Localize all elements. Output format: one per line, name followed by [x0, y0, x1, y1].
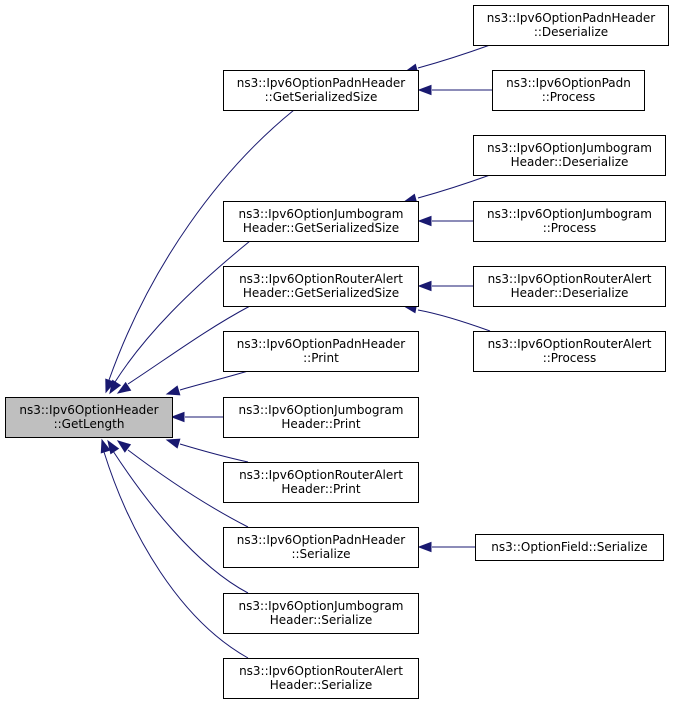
node-jumbo-deser[interactable]: ns3::Ipv6OptionJumbogramHeader::Deserial…: [473, 135, 666, 176]
arrow-head-icon: [417, 84, 432, 96]
node-root[interactable]: ns3::Ipv6OptionHeader::GetLength: [5, 397, 173, 438]
node-label: ns3::Ipv6OptionJumbogram: [239, 599, 404, 613]
edge-jumbo_deser-to-jumbo_gss: [402, 174, 491, 204]
edges-layer: [100, 44, 492, 659]
node-label: ::GetLength: [54, 417, 125, 431]
node-box: [223, 462, 419, 503]
node-label: ns3::OptionField::Serialize: [491, 540, 647, 554]
node-box: [492, 70, 645, 111]
node-label: Header::Serialize: [270, 678, 373, 692]
node-label: Header::Print: [281, 482, 360, 496]
arrow-head-icon: [417, 280, 432, 292]
edge-padn_print-to-root: [165, 370, 249, 396]
edge-of_ser-to-padn_ser: [417, 541, 475, 553]
node-label: ns3::Ipv6OptionHeader: [19, 403, 158, 417]
node-label: ::Serialize: [291, 547, 350, 561]
edge-padn_deser-to-padn_gss: [403, 44, 491, 74]
node-box: [473, 5, 669, 46]
node-ra-ser[interactable]: ns3::Ipv6OptionRouterAlertHeader::Serial…: [223, 658, 419, 699]
node-ra-gss[interactable]: ns3::Ipv6OptionRouterAlertHeader::GetSer…: [223, 266, 419, 307]
node-label: ns3::Ipv6OptionPadnHeader: [237, 337, 406, 351]
edge-ra_gss-to-root: [116, 305, 251, 394]
arrow-head-icon: [417, 541, 432, 553]
arrow-head-icon: [165, 438, 181, 449]
node-jumbo-proc[interactable]: ns3::Ipv6OptionJumbogram::Process: [473, 201, 666, 242]
edge-jumbo_print-to-root: [170, 411, 223, 423]
arrow-head-icon: [170, 411, 185, 423]
node-box: [223, 201, 419, 242]
node-label: Header::Print: [281, 417, 360, 431]
nodes-layer: ns3::Ipv6OptionHeader::GetLengthns3::Ipv…: [5, 5, 669, 699]
node-label: ::Process: [543, 221, 597, 235]
node-ra-deser[interactable]: ns3::Ipv6OptionRouterAlertHeader::Deseri…: [473, 266, 666, 307]
node-box: [223, 527, 419, 568]
node-of-ser[interactable]: ns3::OptionField::Serialize: [475, 534, 664, 561]
node-label: Header::Serialize: [270, 613, 373, 627]
node-label: ns3::Ipv6OptionJumbogram: [487, 207, 652, 221]
edge-ra_proc-to-ra_gss: [402, 303, 491, 332]
arrow-head-icon: [165, 385, 181, 396]
node-label: ns3::Ipv6OptionPadnHeader: [237, 533, 406, 547]
arrow-head-icon: [116, 381, 132, 394]
node-padn-deser[interactable]: ns3::Ipv6OptionPadnHeader::Deserialize: [473, 5, 669, 46]
node-label: ns3::Ipv6OptionJumbogram: [487, 141, 652, 155]
arrow-head-icon: [100, 438, 111, 454]
node-ra-proc[interactable]: ns3::Ipv6OptionRouterAlert::Process: [473, 331, 666, 372]
node-label: ns3::Ipv6OptionPadnHeader: [487, 11, 656, 25]
arrow-head-icon: [107, 439, 120, 455]
edge-ra_ser-to-root: [100, 438, 249, 659]
node-box: [223, 658, 419, 699]
edge-jumbo_gss-to-root: [109, 240, 251, 395]
node-label: ::Process: [542, 90, 596, 104]
node-label: ::Print: [303, 351, 339, 365]
node-label: ns3::Ipv6OptionRouterAlert: [239, 664, 403, 678]
node-jumbo-ser[interactable]: ns3::Ipv6OptionJumbogramHeader::Serializ…: [223, 593, 419, 634]
node-label: ns3::Ipv6OptionPadn: [506, 76, 631, 90]
node-box: [5, 397, 173, 438]
node-box: [473, 331, 666, 372]
node-box: [223, 70, 419, 111]
node-box: [223, 397, 419, 438]
node-jumbo-gss[interactable]: ns3::Ipv6OptionJumbogramHeader::GetSeria…: [223, 201, 419, 242]
node-label: ns3::Ipv6OptionRouterAlert: [488, 272, 652, 286]
node-box: [473, 201, 666, 242]
node-padn-gss[interactable]: ns3::Ipv6OptionPadnHeader::GetSerialized…: [223, 70, 419, 111]
edge-jumbo_proc-to-jumbo_gss: [417, 215, 473, 227]
node-box: [473, 266, 666, 307]
edge-ra_deser-to-ra_gss: [417, 280, 473, 292]
arrow-head-icon: [116, 440, 132, 453]
node-box: [473, 135, 666, 176]
node-box: [223, 266, 419, 307]
node-padn-print[interactable]: ns3::Ipv6OptionPadnHeader::Print: [223, 331, 419, 372]
node-label: ns3::Ipv6OptionRouterAlert: [239, 468, 403, 482]
node-label: ns3::Ipv6OptionJumbogram: [239, 207, 404, 221]
node-label: Header::Deserialize: [511, 155, 629, 169]
node-box: [223, 331, 419, 372]
node-label: Header::GetSerializedSize: [243, 221, 399, 235]
node-label: ::GetSerializedSize: [265, 90, 378, 104]
node-box: [223, 593, 419, 634]
edge-ra_print-to-root: [165, 438, 249, 463]
arrow-head-icon: [417, 215, 432, 227]
edge-padn_ser-to-root: [116, 440, 249, 528]
edge-padn_proc-to-padn_gss: [417, 84, 492, 96]
node-padn-ser[interactable]: ns3::Ipv6OptionPadnHeader::Serialize: [223, 527, 419, 568]
node-label: Header::GetSerializedSize: [243, 286, 399, 300]
node-label: ns3::Ipv6OptionRouterAlert: [488, 337, 652, 351]
node-label: ::Deserialize: [534, 25, 608, 39]
node-box: [475, 534, 664, 561]
node-label: ns3::Ipv6OptionJumbogram: [239, 403, 404, 417]
node-label: ns3::Ipv6OptionRouterAlert: [239, 272, 403, 286]
node-label: ns3::Ipv6OptionPadnHeader: [237, 76, 406, 90]
node-padn-proc[interactable]: ns3::Ipv6OptionPadn::Process: [492, 70, 645, 111]
arrow-head-icon: [109, 379, 122, 395]
node-label: Header::Deserialize: [511, 286, 629, 300]
node-label: ::Process: [543, 351, 597, 365]
